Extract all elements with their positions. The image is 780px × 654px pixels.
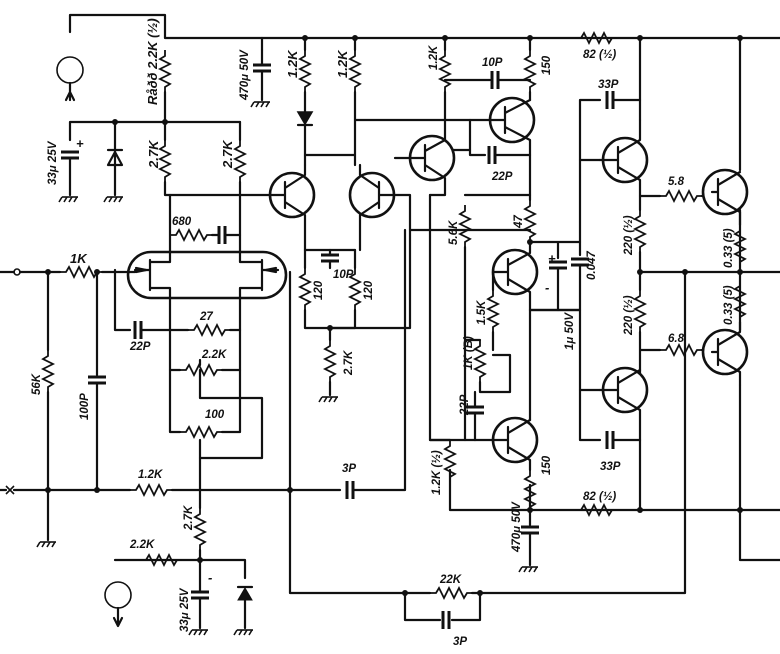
r-27-label: 27: [199, 311, 213, 323]
dual-fet-icon: [126, 193, 288, 332]
r-150-bot-label: 150: [541, 455, 553, 475]
feedback-network: 22K 3P: [403, 574, 482, 648]
minus-sign-2: -: [545, 280, 549, 295]
r-58-label: 5.8: [668, 176, 685, 188]
npn-transistor-driver-top: [598, 118, 649, 212]
r-12k-a-label: 1.2K: [285, 49, 300, 78]
input-section: 1K 56K 100P 1.2K 3P: [0, 228, 407, 548]
r-033-top-label: 0.33 (5): [723, 228, 735, 268]
vas-lower: 22P 150 1.2K (½) 470μ 50V: [428, 390, 553, 573]
r-12k-b-label: 1.2K: [335, 49, 350, 78]
vbe-multiplier: + - 1μ 50V 0.047 1.5K 1K (B): [463, 240, 598, 422]
pnp-transistor-q4: [468, 96, 536, 202]
c-100p-label: 100P: [79, 393, 91, 420]
junction-dots: [45, 35, 743, 596]
r-56k-b-label: 5.6K: [448, 220, 460, 245]
pre-driver-supply: 470μ 50V 1.2K 1.2K: [239, 49, 472, 167]
input-terminal-top: [56, 56, 84, 84]
c-0047-label: 0.047: [586, 251, 598, 280]
c-22p-pre-label: 22P: [491, 171, 513, 183]
r-22k-fb-label: 22K: [439, 574, 462, 586]
npn-transistor-q1: [268, 163, 316, 252]
plus-sign-1: +: [76, 136, 84, 151]
r-47-label: 47: [513, 215, 525, 229]
r-120-r-label: 120: [363, 280, 375, 300]
bottom-bias: 2.7K 2.2K 33μ 25V -: [104, 505, 254, 636]
r-68-label: 6.8: [668, 333, 685, 345]
r-220-bot-label: 220 (½): [623, 295, 635, 336]
npn-transistor-q2: [348, 163, 532, 252]
r-82-bot-label: 82 (½): [583, 491, 616, 503]
r-22k-trim-label: 2.2K: [201, 349, 227, 361]
pnp-transistor-output-bottom: [701, 320, 749, 387]
npn-transistor-output-top: [701, 168, 749, 227]
zener-diode-icon: [103, 148, 124, 203]
input-terminal: [13, 268, 21, 276]
vas-stage: 1.2K 10P 150 22P 5.6K 47: [393, 45, 553, 442]
c-bot-supply-label: 33μ 25V: [179, 587, 191, 632]
r-56k-label: 56K: [31, 373, 43, 395]
fet-degeneration: 680 22P 27 2.2K 100: [113, 216, 264, 510]
r-15k-label: 1.5K: [476, 300, 488, 325]
minus-sign-1: -: [208, 570, 212, 585]
pnp-transistor-q3: [393, 134, 456, 197]
r-680-label: 680: [172, 216, 192, 228]
c-3p-bot-label: 3P: [453, 636, 467, 648]
r-150-top-label: 150: [541, 55, 553, 75]
c-10p-top-label: 10P: [482, 57, 503, 69]
c-33p-bot-label: 33P: [600, 461, 621, 473]
r-120-l-label: 120: [313, 280, 325, 300]
c-10p-mid-label: 10P: [333, 269, 354, 281]
c-1u-label: 1μ 50V: [564, 312, 576, 350]
zener-diode-icon-2: [233, 585, 254, 636]
r-bias-label: Råðð 2.2K (½): [145, 18, 160, 105]
r-22k-bot-label: 2.2K: [129, 539, 155, 551]
r-100-trim-label: 100: [205, 409, 225, 421]
npn-transistor-q6: [473, 416, 539, 472]
c-3p-fb-label: 3P: [342, 463, 356, 475]
c-22p-vbe-label: 22P: [459, 394, 471, 416]
r-27k-bot-label: 2.7K: [183, 505, 195, 531]
r-27k-mid-label: 2.7K: [343, 350, 355, 376]
output-stage: 82 (½) 33P 220 (½) 5.8 0.33 (5) 220 (½) …: [528, 32, 749, 516]
input-terminal-bottom: [104, 581, 132, 609]
r-033-bot-label: 0.33 (5): [723, 285, 735, 325]
r-27k-r-label: 2.7K: [220, 139, 235, 169]
diode-icon: [296, 111, 314, 167]
r-220-top-label: 220 (½): [623, 215, 635, 256]
mid-emitter-network: 10P 120 120 2.7K: [299, 228, 412, 403]
r-12k-fb-label: 1.2K: [138, 469, 163, 481]
r-27k-l-label: 2.7K: [146, 139, 161, 169]
plus-sign-2: +: [548, 251, 556, 266]
c-33p-top-label: 33P: [598, 79, 619, 91]
top-supply-rail: [68, 13, 780, 172]
npn-transistor-q5: [491, 240, 539, 312]
r-1k-in-label: 1K: [70, 251, 88, 266]
r-12k-c-label: 1.2K: [428, 45, 440, 70]
r-82-top-label: 82 (½): [583, 49, 616, 61]
c-22p-diff-label: 22P: [129, 341, 151, 353]
c-bot-elec-label: 470μ 50V: [511, 501, 523, 553]
c-top-elec-label: 470μ 50V: [239, 49, 251, 101]
r-1kb-label: 1K (B): [463, 336, 475, 370]
r-12k-half-label: 1.2K (½): [431, 450, 443, 495]
pnp-transistor-driver-bottom: [598, 366, 649, 442]
bias-network: Råðð 2.2K (½) 33μ 25V + 2.7K 2.7K: [47, 18, 272, 203]
c-in-supply-label: 33μ 25V: [47, 140, 59, 185]
